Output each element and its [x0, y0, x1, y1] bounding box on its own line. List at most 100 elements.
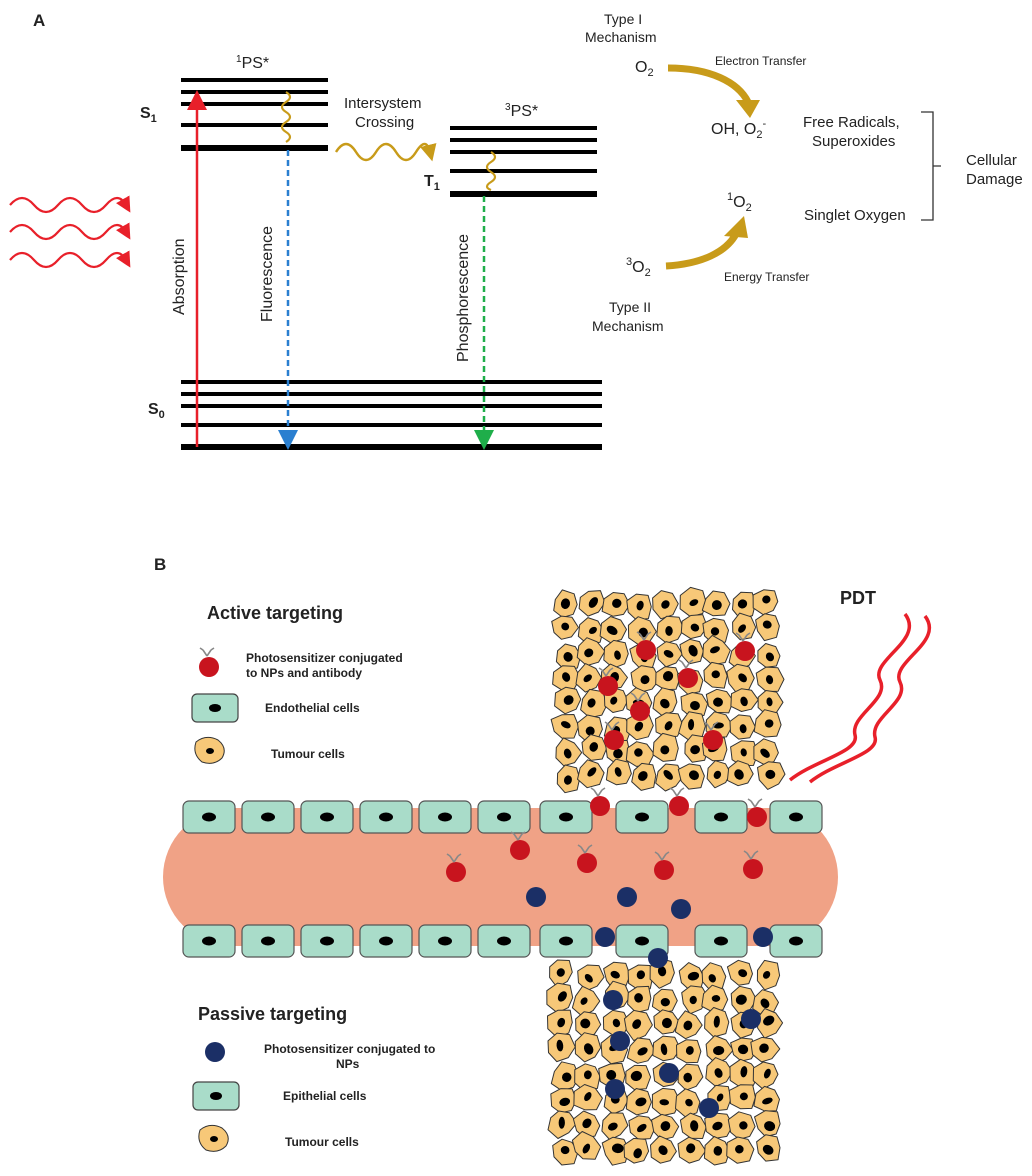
tumour-nucleus [689, 995, 697, 1005]
tumour-nucleus [612, 598, 622, 608]
endothelial-nucleus [714, 936, 728, 946]
active-legend-tumour-label: Tumour cells [271, 747, 345, 761]
panel-b-label: B [154, 555, 166, 574]
s1-label: S1 [140, 105, 157, 125]
endothelial-nucleus [497, 812, 511, 822]
radical-products: OH, O2- [711, 118, 766, 141]
active-nanoparticle [590, 796, 610, 816]
tumour-nucleus [580, 997, 588, 1005]
tumour-nucleus [766, 697, 773, 707]
tumour-nucleus [608, 1122, 618, 1131]
t1-label: T1 [424, 173, 440, 193]
tumour-nucleus [740, 696, 748, 707]
tumour-nucleus [560, 1146, 570, 1155]
tumour-nucleus [660, 698, 670, 709]
tumour-nucleus [713, 1015, 720, 1028]
tumour-nucleus [589, 742, 599, 752]
endothelial-nucleus [261, 936, 275, 946]
absorption-label: Absorption [171, 239, 188, 316]
tumour-nucleus [737, 1044, 749, 1055]
passive-targeting-title: Passive targeting [198, 1004, 347, 1024]
tumour-nucleus [762, 1097, 773, 1105]
tumour-nucleus [713, 1046, 725, 1056]
antibody-icon [747, 798, 763, 808]
passive-nanoparticle [605, 1079, 625, 1099]
tumour-nucleus [636, 1123, 647, 1133]
tumour-nucleus [711, 670, 720, 679]
tumour-nucleus [765, 769, 776, 779]
active-nanoparticle [577, 853, 597, 873]
endothelial-nucleus [379, 936, 393, 946]
active-nanoparticle [654, 860, 674, 880]
antibody-icon [735, 632, 751, 642]
tumour-nucleus [563, 748, 572, 759]
passive-nanoparticle [526, 887, 546, 907]
endothelial-nucleus [379, 812, 393, 822]
tumour-nucleus [764, 1121, 776, 1132]
passive-legend-epithelial-icon [192, 1081, 240, 1111]
tumour-nucleus [556, 968, 565, 977]
tumour-nucleus [686, 1143, 696, 1154]
active-nanoparticle [598, 676, 618, 696]
passive-nanoparticle [699, 1098, 719, 1118]
tumour-nucleus [665, 625, 673, 636]
t1-relaxation-squiggle [485, 151, 497, 192]
tumour-nucleus [660, 997, 670, 1007]
tumour-nucleus [689, 599, 699, 607]
tumour-nucleus [683, 1020, 693, 1031]
tumour-nucleus [563, 695, 574, 705]
tumour-nucleus [556, 1039, 564, 1052]
tumour-nucleus [638, 771, 648, 781]
endothelial-nucleus [202, 812, 216, 822]
tumour-nucleus [713, 770, 722, 779]
tumour-nucleus [587, 767, 597, 777]
lower-endothelial-layer [182, 924, 823, 958]
tumour-nucleus [634, 993, 643, 1003]
type1-arrow [667, 64, 752, 104]
t1-energy-levels [450, 126, 597, 197]
antibody-icon [703, 721, 719, 731]
active-nanoparticle [735, 641, 755, 661]
passive-nanoparticle [595, 927, 615, 947]
tumour-nucleus [662, 671, 674, 682]
singlet-oxygen-symbol: 1O2 [727, 191, 752, 214]
tumour-nucleus [630, 1070, 642, 1082]
tumour-nucleus [687, 971, 700, 981]
antibody-icon [577, 844, 593, 854]
active-legend-tumour-icon [194, 736, 225, 764]
tumour-nucleus [660, 1121, 671, 1131]
passive-nanoparticle [671, 899, 691, 919]
passive-legend-epithelial-label: Epithelial cells [283, 1089, 367, 1103]
endothelial-nucleus [635, 812, 649, 822]
tumour-nucleus [660, 745, 670, 755]
type2-line2: Mechanism [592, 318, 664, 334]
active-nanoparticle [678, 668, 698, 688]
tumour-nucleus [711, 995, 721, 1002]
panel-a-label: A [33, 11, 45, 30]
active-targeting-title: Active targeting [207, 603, 343, 623]
active-nanoparticle [636, 640, 656, 660]
type2-arrowhead [724, 216, 748, 238]
endothelial-nucleus [438, 936, 452, 946]
tumour-nucleus [765, 652, 775, 662]
endothelial-nucleus [261, 812, 275, 822]
cellular-damage-line1: Cellular [966, 152, 1017, 169]
tumour-nucleus [585, 726, 595, 736]
active-nanoparticle [604, 730, 624, 750]
tumour-nucleus [685, 1098, 693, 1107]
antibody-icon [446, 853, 462, 863]
tumour-nucleus [580, 1018, 591, 1029]
tumour-nucleus [562, 672, 571, 682]
passive-nanoparticle [648, 948, 668, 968]
tumour-nucleus [613, 748, 623, 759]
tumour-nucleus [640, 675, 650, 685]
tumour-nucleus [688, 645, 698, 657]
endothelial-nucleus [438, 812, 452, 822]
upper-endothelial-layer [182, 800, 823, 834]
passive-nanoparticle [659, 1063, 679, 1083]
antibody-icon [510, 831, 526, 841]
antibody-icon [743, 850, 759, 860]
tumour-nucleus [661, 600, 670, 609]
tumour-nucleus [739, 1121, 748, 1130]
